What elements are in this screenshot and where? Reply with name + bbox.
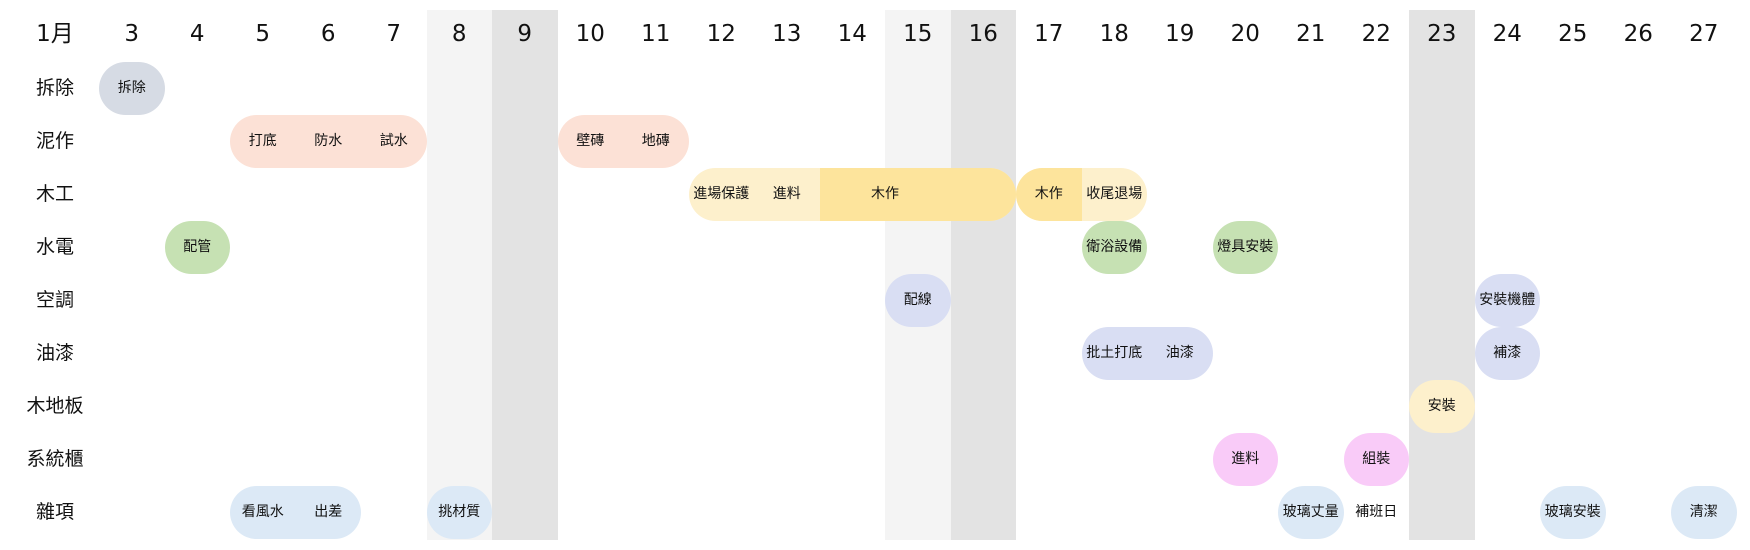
task-bar (688, 168, 1016, 221)
day-header-5: 5 (255, 21, 271, 47)
task-bar (1081, 327, 1213, 380)
task-label: 試水 (379, 133, 408, 149)
day-header-25: 25 (1558, 21, 1588, 47)
task-label: 防水 (314, 133, 343, 149)
row-label: 拆除 (35, 77, 74, 99)
task-label: 進料 (1231, 451, 1260, 467)
shaded-column-8 (426, 10, 492, 540)
task-bar (230, 486, 361, 539)
task-label: 安裝機體 (1479, 292, 1536, 308)
task-label: 補班日 (1355, 504, 1398, 520)
task-bar (885, 274, 951, 327)
task-bar (1540, 486, 1606, 539)
row-label: 木地板 (26, 395, 84, 417)
task-label: 油漆 (1165, 345, 1194, 361)
task-label: 組裝 (1362, 451, 1391, 467)
row-label: 木工 (35, 183, 74, 205)
task-label: 進料 (772, 186, 801, 202)
task-bar (1081, 221, 1147, 274)
task-label: 玻璃安裝 (1544, 504, 1601, 520)
task-bar (1278, 486, 1344, 539)
task-label: 木作 (871, 186, 899, 202)
day-header-20: 20 (1230, 21, 1260, 47)
task-label: 配線 (903, 292, 932, 308)
day-header-9: 9 (517, 21, 533, 47)
task-bar (1474, 274, 1540, 327)
day-header-6: 6 (320, 21, 336, 47)
day-header-26: 26 (1623, 21, 1653, 47)
task-bar (1409, 380, 1475, 433)
row-label: 油漆 (35, 342, 74, 364)
task-bar (557, 115, 689, 168)
day-header-17: 17 (1034, 21, 1064, 47)
task-label: 批土打底 (1086, 345, 1143, 361)
row-label: 水電 (35, 236, 74, 258)
task-label: 玻璃丈量 (1282, 504, 1339, 520)
task-label: 出差 (314, 504, 343, 520)
task-bar (1343, 433, 1409, 486)
shaded-column-23 (1409, 10, 1475, 540)
day-header-15: 15 (903, 21, 933, 47)
day-header-24: 24 (1492, 21, 1522, 47)
task-bar (1212, 221, 1278, 274)
day-header-12: 12 (706, 21, 736, 47)
shaded-column-9 (492, 10, 558, 540)
task-label: 進場保護 (693, 186, 750, 202)
task-label: 安裝 (1427, 398, 1456, 414)
day-header-27: 27 (1689, 21, 1719, 47)
task-bar (1474, 327, 1540, 380)
task-label: 燈具安裝 (1217, 239, 1274, 255)
task-label: 收尾退場 (1086, 186, 1143, 202)
task-label: 木作 (1034, 186, 1063, 202)
day-header-19: 19 (1165, 21, 1195, 47)
row-label: 雜項 (35, 501, 74, 523)
day-header-10: 10 (575, 21, 605, 47)
month-header: 1月 (36, 21, 74, 47)
task-label: 挑材質 (438, 504, 481, 520)
task-label: 壁磚 (576, 133, 605, 149)
day-header-22: 22 (1361, 21, 1391, 47)
task-label: 打底 (248, 133, 277, 149)
day-header-13: 13 (772, 21, 802, 47)
task-bar (99, 62, 165, 115)
task-label: 配管 (183, 239, 212, 255)
task-bar (1016, 168, 1147, 221)
task-bar (426, 486, 492, 539)
day-header-18: 18 (1099, 21, 1129, 47)
day-header-23: 23 (1427, 21, 1457, 47)
row-label: 系統櫃 (26, 448, 84, 470)
day-header-8: 8 (451, 21, 467, 47)
day-header-11: 11 (641, 21, 671, 47)
row-label: 泥作 (35, 130, 74, 152)
task-bar (164, 221, 230, 274)
task-label: 地磚 (641, 133, 670, 149)
row-label: 空調 (35, 289, 74, 311)
task-bar-segment (819, 168, 1016, 221)
day-header-16: 16 (968, 21, 998, 47)
shaded-column-16 (950, 10, 1016, 540)
day-header-7: 7 (386, 21, 402, 47)
task-bar-segment (1016, 168, 1082, 221)
task-bar (1671, 486, 1737, 539)
day-header-14: 14 (837, 21, 867, 47)
task-bar (1212, 433, 1278, 486)
task-label: 看風水 (241, 504, 284, 520)
day-header-3: 3 (124, 21, 140, 47)
task-label: 拆除 (117, 80, 146, 96)
day-header-21: 21 (1296, 21, 1326, 47)
task-label: 清潔 (1689, 504, 1718, 520)
day-header-4: 4 (189, 21, 205, 47)
task-label: 補漆 (1493, 345, 1522, 361)
task-label: 衛浴設備 (1086, 239, 1143, 255)
task-bar (230, 115, 427, 168)
